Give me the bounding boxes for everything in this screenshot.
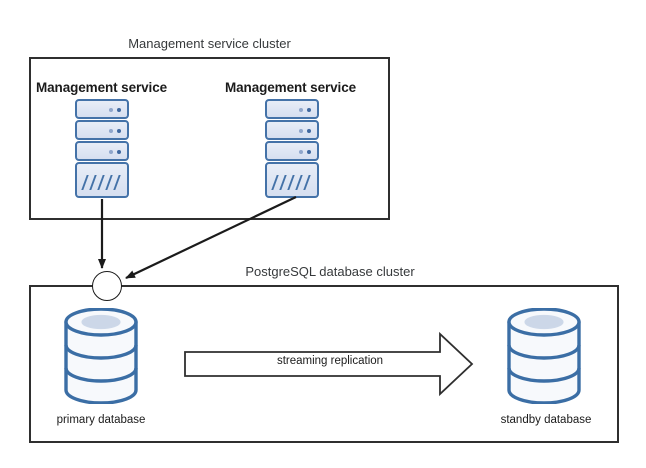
server-stack-icon (75, 99, 129, 199)
cylinder-body (64, 320, 138, 404)
cylinder-divider (64, 367, 138, 383)
primary-database-label: primary database (56, 414, 146, 426)
server-led-icon (109, 108, 113, 112)
cylinder-top-inner (81, 314, 121, 330)
postgresql-database-cluster-box (29, 285, 619, 443)
junction-node (92, 271, 122, 301)
server-vent-icon (81, 175, 124, 191)
standby-database-label: standby database (500, 414, 592, 426)
server-slot (265, 120, 319, 140)
cylinder-divider (507, 344, 581, 360)
server-slot (75, 99, 129, 119)
server-slot (265, 99, 319, 119)
postgresql-database-cluster-caption: PostgreSQL database cluster (245, 264, 415, 279)
server-led-icon (299, 129, 303, 133)
streaming-replication-label: streaming replication (276, 355, 384, 367)
server-led-icon (109, 150, 113, 154)
server-stack-icon (265, 99, 319, 199)
server-led-icon (117, 150, 121, 154)
management-service-2-title: Management service (225, 80, 357, 95)
server-vent-slot (75, 162, 129, 198)
server-led-icon (109, 129, 113, 133)
server-slot (265, 141, 319, 161)
server-vent-icon (271, 175, 314, 191)
database-cylinder-icon (64, 308, 138, 404)
cylinder-top-inner (524, 314, 564, 330)
server-slot (75, 141, 129, 161)
database-cylinder-icon (507, 308, 581, 404)
cylinder-body (507, 320, 581, 404)
server-led-icon (117, 108, 121, 112)
server-led-icon (299, 108, 303, 112)
server-vent-slot (265, 162, 319, 198)
server-led-icon (307, 129, 311, 133)
management-service-cluster-caption: Management service cluster (128, 36, 291, 51)
server-led-icon (307, 108, 311, 112)
server-led-icon (307, 150, 311, 154)
cylinder-divider (64, 344, 138, 360)
server-led-icon (117, 129, 121, 133)
cylinder-divider (507, 367, 581, 383)
server-led-icon (299, 150, 303, 154)
management-service-1-title: Management service (36, 80, 168, 95)
server-slot (75, 120, 129, 140)
